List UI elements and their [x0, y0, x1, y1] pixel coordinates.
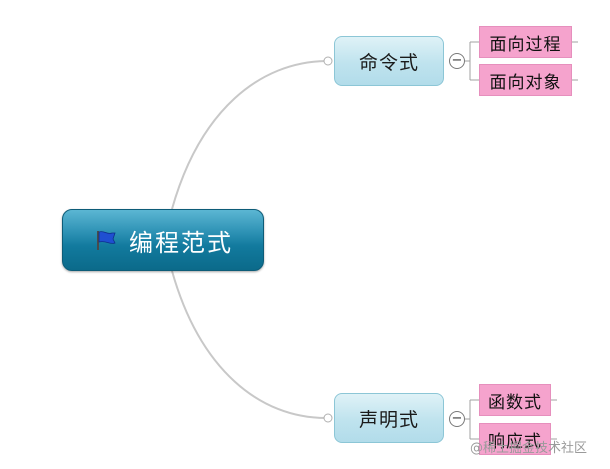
- connector-imperative-children: [465, 41, 479, 81]
- subtopic-label: 面向对象: [489, 72, 562, 93]
- flag-icon: [97, 231, 116, 250]
- subtopic-functional[interactable]: 函数式: [479, 384, 551, 416]
- subtopic-label: 面向过程: [489, 34, 562, 55]
- connector-dot: [323, 56, 333, 66]
- collapse-toggle-icon[interactable]: −: [449, 53, 465, 69]
- root-topic-label: 编程范式: [129, 228, 233, 257]
- topic-label: 声明式: [358, 408, 419, 431]
- subtopic-reactive[interactable]: 响应式: [479, 423, 551, 455]
- connector-root-declarative: [171, 270, 327, 419]
- root-topic[interactable]: 编程范式: [62, 209, 264, 271]
- watermark: @稀土掘金技术社区: [470, 441, 588, 456]
- subtopic-object-oriented[interactable]: 面向对象: [479, 64, 572, 96]
- collapse-toggle-icon[interactable]: −: [449, 411, 465, 427]
- connector-dot: [323, 413, 333, 423]
- connector-stub: [551, 41, 578, 440]
- connector-declarative-children: [465, 399, 479, 440]
- connector-root-imperative: [171, 60, 327, 210]
- subtopic-label: 响应式: [488, 431, 542, 452]
- subtopic-procedural[interactable]: 面向过程: [479, 26, 572, 58]
- topic-imperative[interactable]: 命令式: [334, 36, 444, 86]
- subtopic-label: 函数式: [488, 392, 542, 413]
- topic-label: 命令式: [358, 51, 419, 74]
- topic-declarative[interactable]: 声明式: [334, 393, 444, 443]
